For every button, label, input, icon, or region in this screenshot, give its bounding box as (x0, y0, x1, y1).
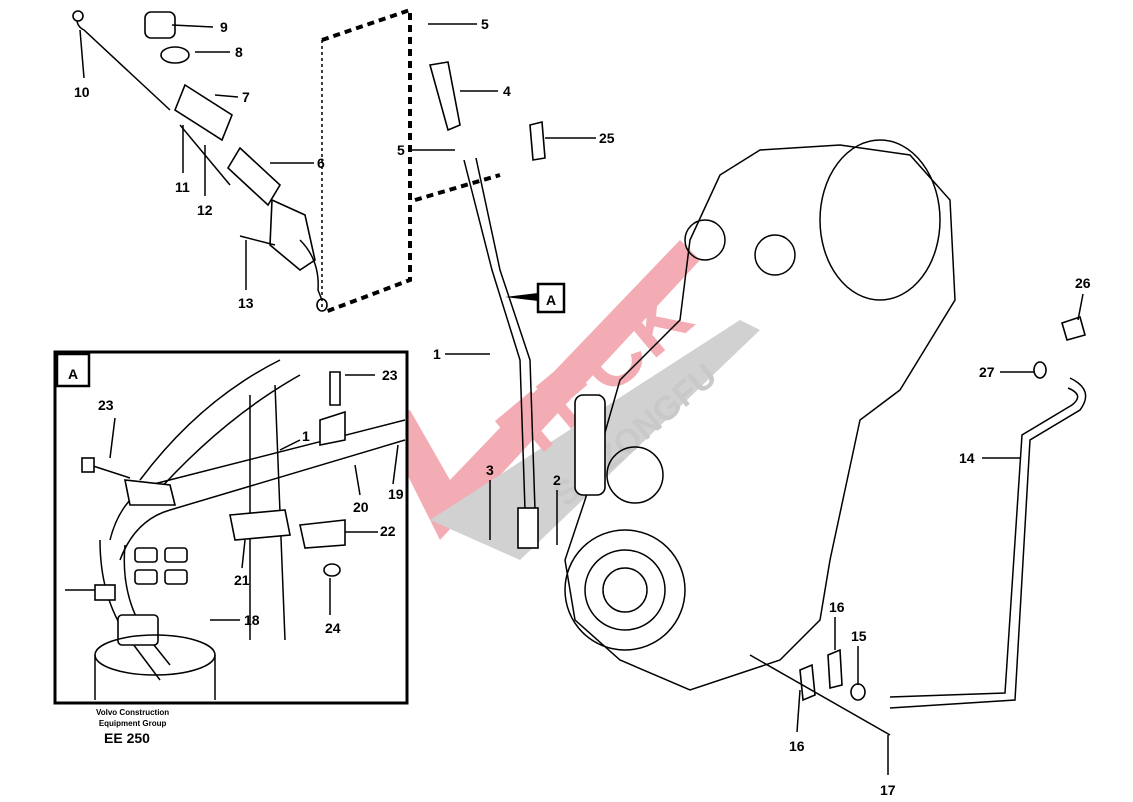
credit-text: Volvo Construction Equipment Group (96, 707, 169, 729)
callout-5: 5 (397, 142, 405, 158)
credit-line-2: Equipment Group (98, 719, 167, 728)
callout-16: 16 (789, 738, 805, 754)
inset-callout-23: 23 (382, 367, 398, 383)
callout-4: 4 (503, 83, 511, 99)
leader-lines (79, 23, 1084, 775)
dipstick-assembly (72, 10, 328, 312)
callout-8: 8 (235, 44, 243, 60)
inset-callout-19: 19 (388, 486, 404, 502)
callout-26: 26 (1075, 275, 1091, 291)
callout-25: 25 (599, 130, 615, 146)
callout-7: 7 (242, 89, 250, 105)
breather-tube (428, 61, 546, 549)
callout-1: 1 (433, 346, 441, 362)
inset-callout-24: 24 (325, 620, 341, 636)
inset-callout-21: 21 (234, 572, 250, 588)
oil-pipe (749, 315, 1087, 736)
credit-line-1: Volvo Construction (96, 708, 170, 717)
detail-reference-box: A (536, 282, 566, 314)
callout-5: 5 (481, 16, 489, 32)
callout-12: 12 (197, 202, 213, 218)
callout-labels: 9 8 7 10 6 11 12 13 5 4 5 25 1 3 2 26 27… (74, 16, 1091, 798)
callout-3: 3 (486, 462, 494, 478)
callout-27: 27 (979, 364, 995, 380)
svg-text:A: A (68, 366, 78, 382)
svg-text:A: A (546, 292, 556, 308)
transmission-housing (564, 139, 956, 691)
inset-callout-1: 1 (302, 428, 310, 444)
callout-10: 10 (74, 84, 90, 100)
callout-11: 11 (175, 179, 190, 195)
drawing-code: EE 250 (104, 730, 150, 746)
callout-13: 13 (238, 295, 254, 311)
inset-callout-23: 23 (98, 397, 114, 413)
inset-callout-18: 18 (244, 612, 260, 628)
inset-callout-20: 20 (353, 499, 369, 515)
callout-17: 17 (880, 782, 896, 798)
callout-9: 9 (220, 19, 228, 35)
callout-15: 15 (851, 628, 867, 644)
callout-16: 16 (829, 599, 845, 615)
detail-a-inset: A 23 23 1 20 19 22 21 24 18 (53, 350, 409, 705)
watermark: TECK SAIZONGFU (380, 240, 760, 560)
callout-6: 6 (317, 155, 325, 171)
callout-14: 14 (959, 450, 975, 466)
callout-2: 2 (553, 472, 561, 488)
inset-callout-22: 22 (380, 523, 396, 539)
